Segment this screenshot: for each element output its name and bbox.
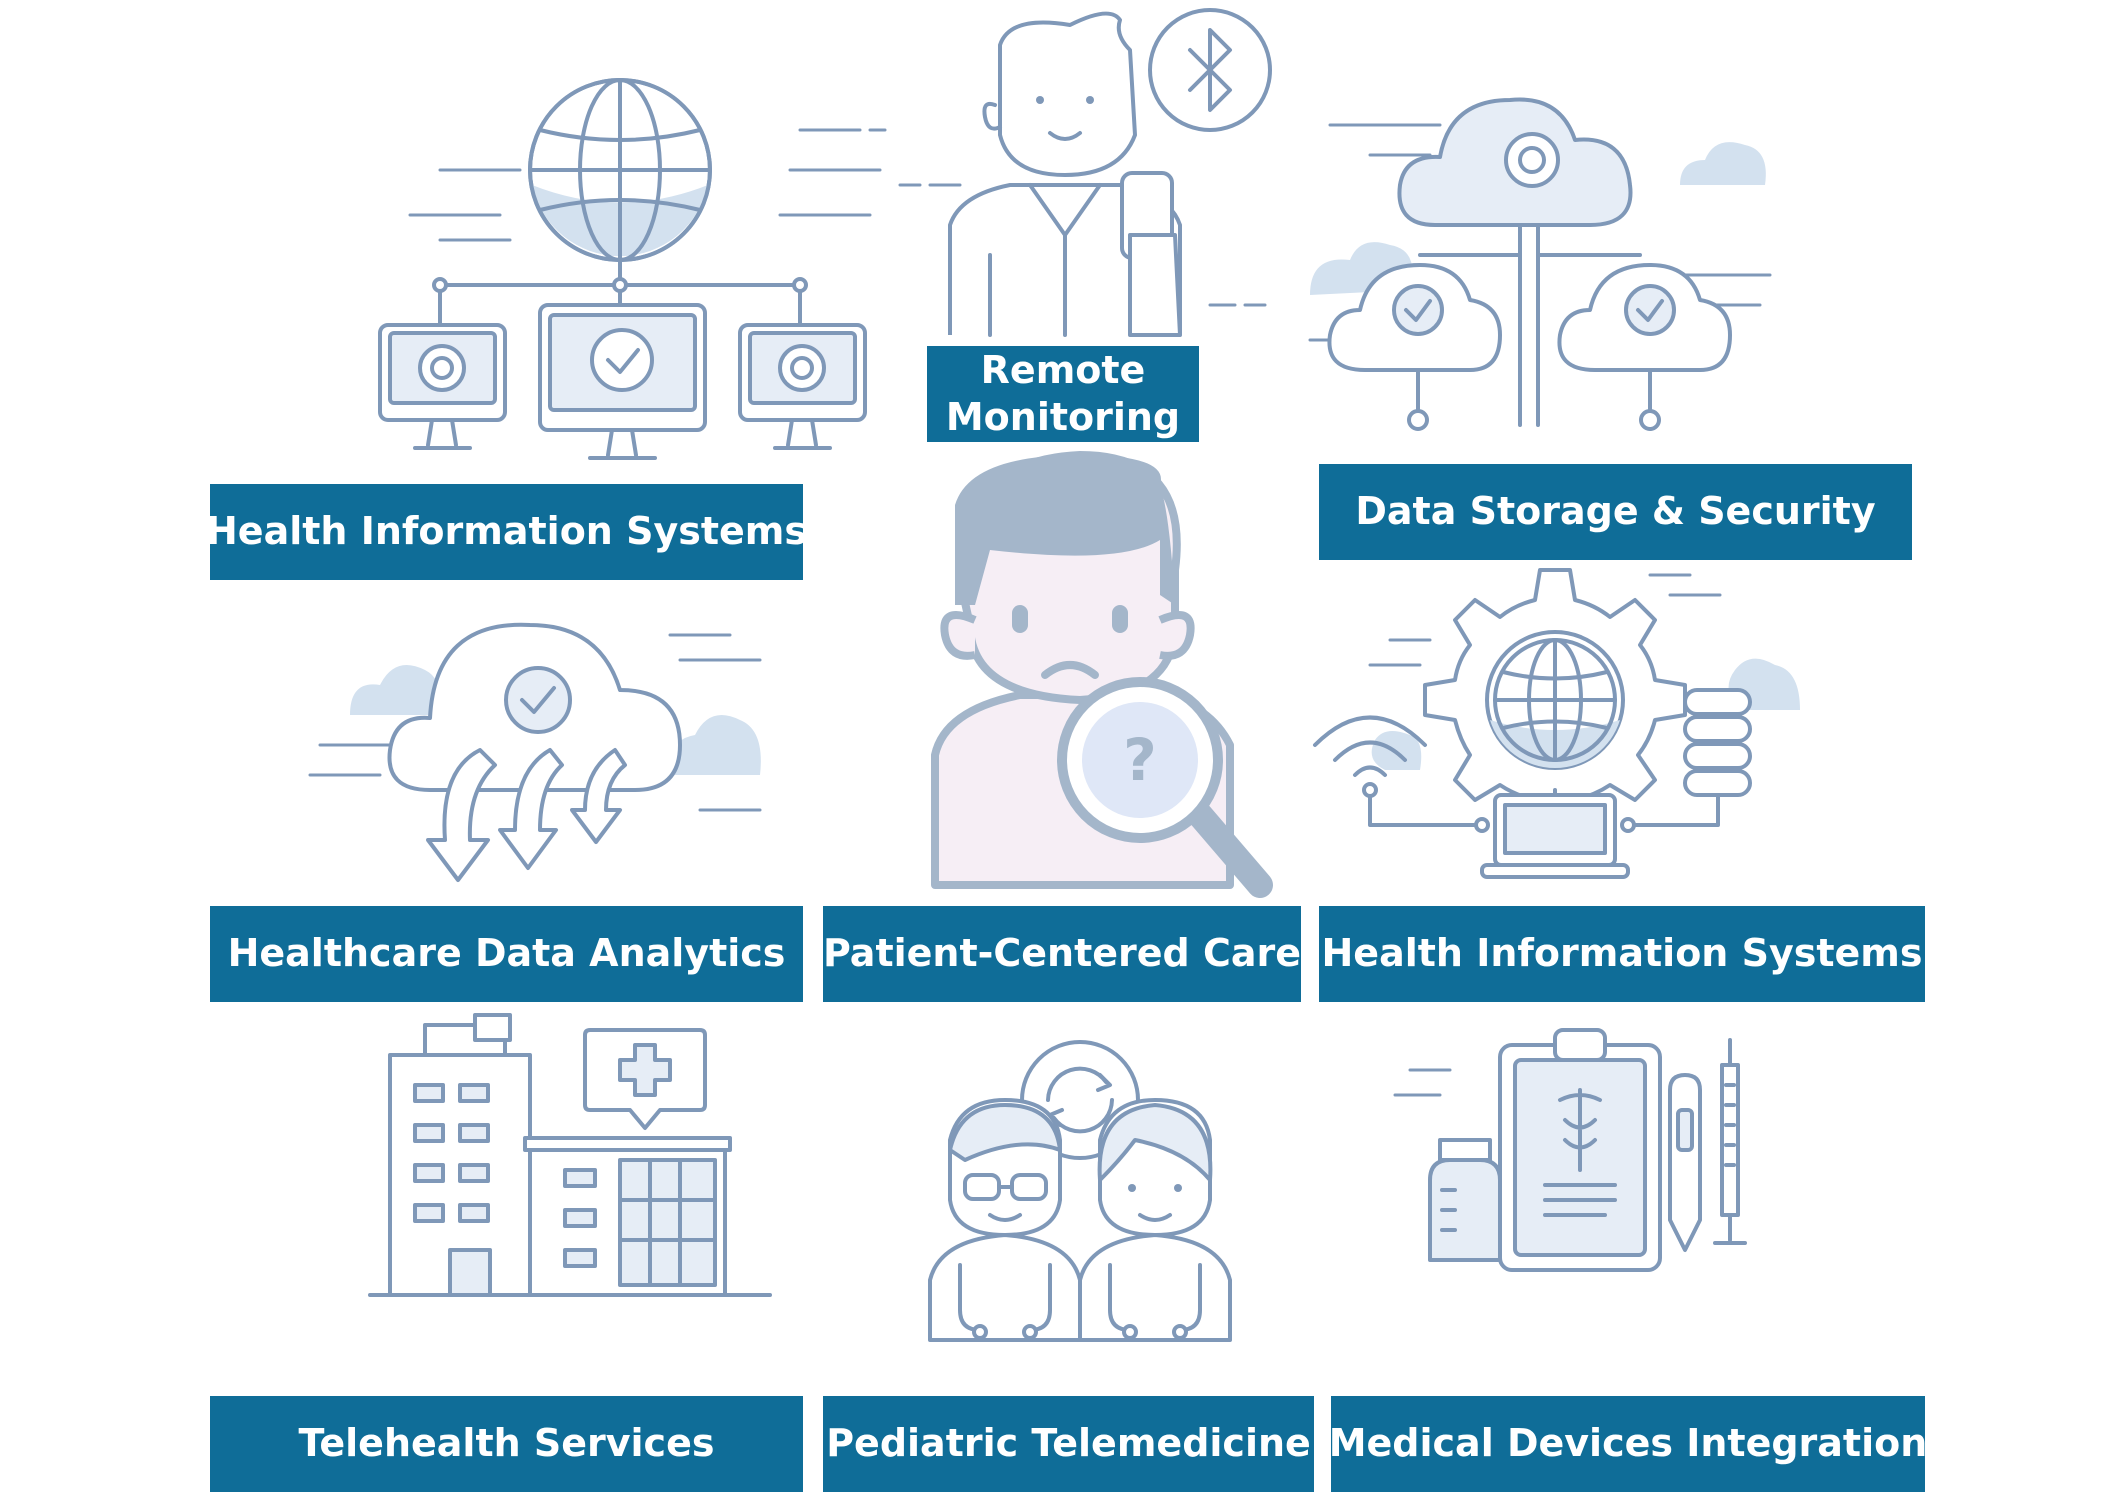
label-telehealth-services: Telehealth Services (210, 1396, 803, 1492)
hospital-building-icon (368, 1013, 772, 1297)
motion-lines (308, 633, 762, 812)
female-doctor-avatar (1078, 1098, 1232, 1342)
magnifier-icon: ? (1057, 677, 1273, 898)
cloud-check-icon (1327, 263, 1502, 431)
cloud-storage-illustration (1308, 97, 1772, 431)
motion-lines (408, 128, 887, 242)
label-remote-monitoring-line2: Monitoring (945, 395, 1181, 439)
server-icon (1683, 688, 1752, 797)
cloud-check-icon (387, 622, 682, 792)
medical-devices-illustration (1393, 1028, 1747, 1272)
monitor-icon (738, 323, 867, 450)
label-patient-centered-care: Patient-Centered Care (823, 906, 1301, 1002)
download-arrows-icon (426, 748, 627, 882)
cloud-check-icon (1557, 263, 1732, 431)
label-health-information-systems-mid: Health Information Systems (1319, 906, 1925, 1002)
cloud-analytics-illustration (308, 622, 762, 882)
laptop-icon (1474, 793, 1636, 879)
motion-lines (1368, 573, 1722, 667)
label-data-storage-security: Data Storage & Security (1319, 464, 1912, 560)
network-computers-illustration (378, 78, 887, 460)
medicine-bottle-icon (1428, 1138, 1502, 1262)
male-doctor-avatar (928, 1098, 1082, 1342)
question-mark-glyph: ? (1123, 726, 1157, 794)
thermometer-icon (1668, 1073, 1702, 1252)
syringe-icon (1713, 1038, 1747, 1245)
globe-icon (528, 78, 712, 262)
label-medical-devices-integration: Medical Devices Integration (1329, 1396, 1927, 1492)
patient-illustration: ? (931, 450, 1273, 898)
medical-cross-bubble-icon (583, 1028, 707, 1130)
doctors-illustration (928, 1040, 1232, 1342)
hospital-illustration (368, 1013, 772, 1297)
man-avatar (948, 11, 1182, 337)
motion-lines (898, 183, 1267, 307)
cloud-icon (1397, 97, 1633, 227)
label-healthcare-data-analytics: Healthcare Data Analytics (210, 906, 803, 1002)
label-remote-monitoring-line1: Remote (980, 347, 1146, 392)
clipboard-icon (1498, 1028, 1662, 1272)
monitor-check-icon (538, 303, 707, 460)
motion-lines (1393, 1068, 1452, 1097)
label-pediatric-telemedicine: Pediatric Telemedicine (823, 1396, 1314, 1492)
bluetooth-icon (1148, 8, 1272, 132)
network-gear-illustration (1313, 568, 1800, 879)
gear-globe-icon (1423, 568, 1687, 832)
label-health-information-systems-top: Health Information Systems (206, 484, 807, 580)
label-remote-monitoring: Remote Monitoring (927, 346, 1199, 442)
monitor-icon (378, 323, 507, 450)
remote-monitoring-illustration (898, 8, 1272, 337)
